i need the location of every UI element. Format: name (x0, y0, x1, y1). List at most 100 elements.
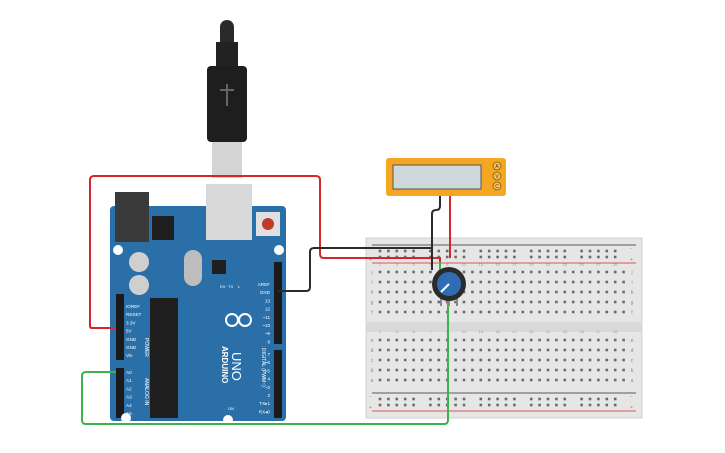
breadboard-hole[interactable] (622, 270, 625, 274)
rail-hole[interactable] (462, 255, 466, 259)
breadboard-hole[interactable] (504, 290, 508, 294)
breadboard-hole[interactable] (538, 368, 541, 372)
breadboard-hole[interactable] (546, 378, 550, 382)
breadboard-hole[interactable] (437, 310, 441, 314)
breadboard-hole[interactable] (471, 300, 474, 304)
breadboard-hole[interactable] (571, 358, 575, 362)
breadboard-hole[interactable] (597, 378, 600, 382)
breadboard-hole[interactable] (504, 280, 508, 284)
breadboard-hole[interactable] (471, 358, 474, 362)
breadboard-hole[interactable] (420, 348, 424, 352)
breadboard-hole[interactable] (403, 338, 407, 342)
breadboard-hole[interactable] (429, 280, 432, 284)
breadboard-hole[interactable] (538, 358, 541, 362)
breadboard-hole[interactable] (513, 378, 516, 382)
breadboard-hole[interactable] (571, 310, 575, 314)
breadboard-hole[interactable] (420, 290, 424, 294)
rail-hole[interactable] (504, 249, 508, 253)
breadboard-hole[interactable] (420, 368, 424, 372)
breadboard-hole[interactable] (429, 290, 432, 294)
breadboard-hole[interactable] (605, 280, 609, 284)
breadboard-hole[interactable] (571, 300, 575, 304)
breadboard-hole[interactable] (504, 368, 508, 372)
breadboard-hole[interactable] (563, 358, 567, 362)
rail-hole[interactable] (588, 249, 592, 253)
rail-hole[interactable] (529, 403, 533, 407)
breadboard-hole[interactable] (395, 290, 399, 294)
breadboard-hole[interactable] (529, 290, 533, 294)
breadboard-hole[interactable] (605, 378, 609, 382)
breadboard-hole[interactable] (412, 290, 415, 294)
breadboard-hole[interactable] (437, 338, 441, 342)
breadboard-hole[interactable] (538, 348, 541, 352)
rail-hole[interactable] (378, 403, 382, 407)
breadboard-hole[interactable] (571, 280, 575, 284)
rail-hole[interactable] (454, 255, 457, 259)
breadboard-hole[interactable] (571, 290, 575, 294)
breadboard-hole[interactable] (412, 270, 415, 274)
breadboard-hole[interactable] (462, 378, 466, 382)
breadboard-hole[interactable] (580, 290, 583, 294)
rail-hole[interactable] (588, 397, 592, 401)
rail-hole[interactable] (555, 403, 558, 407)
breadboard-hole[interactable] (546, 358, 550, 362)
breadboard-hole[interactable] (403, 280, 407, 284)
breadboard-hole[interactable] (454, 368, 457, 372)
rail-hole[interactable] (437, 397, 441, 401)
rail-hole[interactable] (437, 249, 441, 253)
breadboard-hole[interactable] (487, 378, 491, 382)
breadboard-hole[interactable] (420, 310, 424, 314)
rail-hole[interactable] (387, 397, 390, 401)
rail-hole[interactable] (529, 255, 533, 259)
breadboard-hole[interactable] (605, 290, 609, 294)
rail-hole[interactable] (613, 403, 617, 407)
rail-hole[interactable] (613, 255, 617, 259)
breadboard-hole[interactable] (496, 300, 499, 304)
rail-hole[interactable] (445, 255, 449, 259)
breadboard-hole[interactable] (387, 348, 390, 352)
breadboard-hole[interactable] (496, 338, 499, 342)
rail-hole[interactable] (546, 397, 550, 401)
breadboard-hole[interactable] (387, 270, 390, 274)
breadboard-hole[interactable] (513, 290, 516, 294)
rail-hole[interactable] (513, 255, 516, 259)
breadboard-hole[interactable] (395, 270, 399, 274)
rail-hole[interactable] (403, 249, 407, 253)
breadboard-hole[interactable] (496, 368, 499, 372)
rail-hole[interactable] (387, 249, 390, 253)
breadboard-hole[interactable] (622, 338, 625, 342)
breadboard-hole[interactable] (479, 338, 483, 342)
breadboard-hole[interactable] (454, 358, 457, 362)
breadboard-hole[interactable] (378, 378, 382, 382)
breadboard-hole[interactable] (487, 368, 491, 372)
breadboard-hole[interactable] (563, 378, 567, 382)
breadboard-hole[interactable] (471, 280, 474, 284)
breadboard-hole[interactable] (563, 348, 567, 352)
breadboard-hole[interactable] (462, 348, 466, 352)
breadboard-hole[interactable] (546, 348, 550, 352)
breadboard-hole[interactable] (622, 300, 625, 304)
breadboard-hole[interactable] (412, 310, 415, 314)
breadboard-hole[interactable] (597, 280, 600, 284)
breadboard-hole[interactable] (487, 358, 491, 362)
rail-hole[interactable] (538, 397, 541, 401)
breadboard-hole[interactable] (513, 270, 516, 274)
breadboard-hole[interactable] (588, 378, 592, 382)
breadboard-hole[interactable] (521, 378, 525, 382)
breadboard-hole[interactable] (496, 270, 499, 274)
breadboard-hole[interactable] (412, 338, 415, 342)
rail-hole[interactable] (613, 397, 617, 401)
breadboard-hole[interactable] (513, 300, 516, 304)
breadboard-hole[interactable] (555, 378, 558, 382)
breadboard-hole[interactable] (429, 358, 432, 362)
breadboard-hole[interactable] (521, 280, 525, 284)
breadboard-hole[interactable] (395, 358, 399, 362)
rail-hole[interactable] (580, 249, 583, 253)
breadboard-hole[interactable] (496, 378, 499, 382)
rail-hole[interactable] (605, 255, 609, 259)
breadboard-hole[interactable] (580, 338, 583, 342)
breadboard-hole[interactable] (437, 358, 441, 362)
rail-hole[interactable] (546, 255, 550, 259)
breadboard-hole[interactable] (588, 290, 592, 294)
breadboard-hole[interactable] (454, 338, 457, 342)
